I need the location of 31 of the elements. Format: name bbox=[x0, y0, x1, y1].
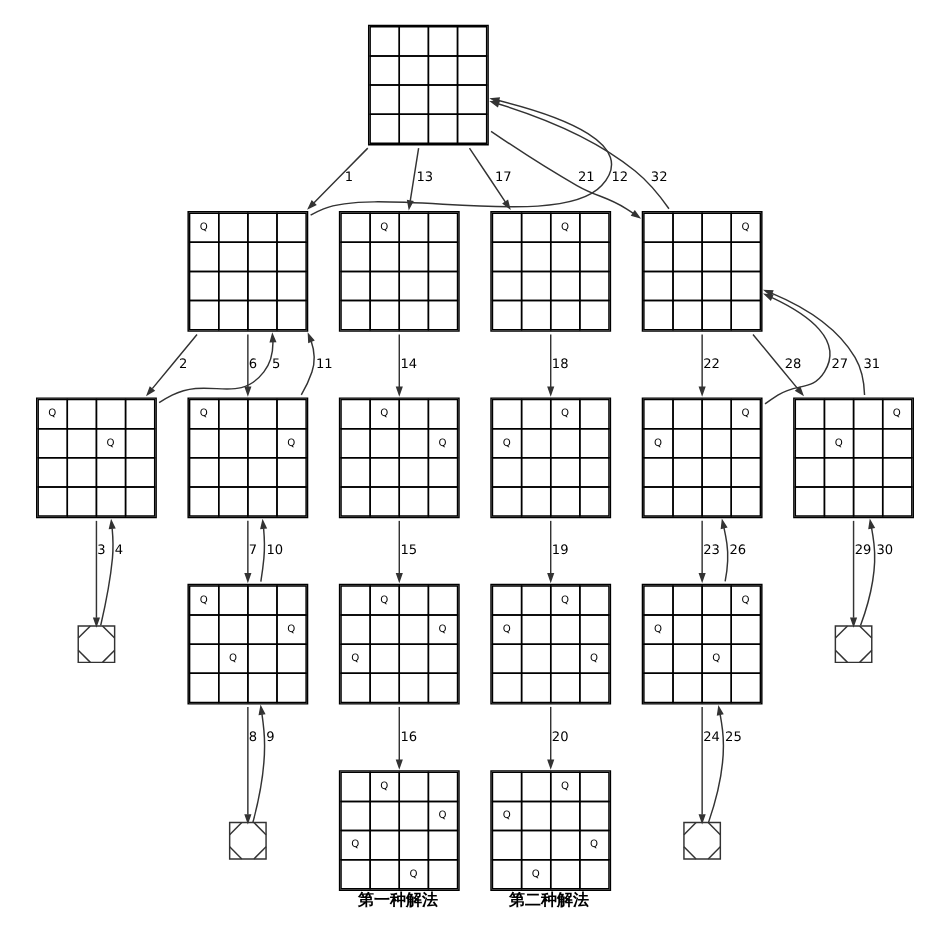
arrow bbox=[243, 520, 251, 584]
arrow bbox=[259, 518, 267, 583]
arrow bbox=[762, 293, 830, 405]
arrow bbox=[467, 147, 510, 211]
arrow bbox=[91, 520, 99, 628]
arrow bbox=[394, 520, 402, 584]
arrow bbox=[761, 289, 865, 396]
arrow bbox=[489, 130, 641, 219]
arrow bbox=[394, 706, 402, 770]
arrow bbox=[719, 518, 728, 583]
arrow bbox=[144, 333, 197, 397]
arrow bbox=[299, 332, 314, 396]
arrow bbox=[697, 333, 705, 397]
arrow bbox=[706, 704, 724, 824]
arrow bbox=[405, 147, 419, 211]
arrow bbox=[546, 706, 554, 770]
arrow bbox=[751, 333, 804, 397]
arrow bbox=[98, 518, 115, 627]
arrow bbox=[546, 333, 554, 397]
arrow bbox=[157, 332, 276, 404]
arrow bbox=[306, 147, 368, 210]
arrow bbox=[243, 333, 251, 397]
arrow bbox=[243, 706, 251, 825]
arrow bbox=[858, 518, 875, 627]
arrow bbox=[394, 333, 402, 397]
arrow bbox=[697, 520, 705, 584]
arrow bbox=[849, 520, 857, 628]
arrow bbox=[697, 706, 705, 825]
arrow bbox=[546, 520, 554, 584]
arrow bbox=[251, 704, 265, 824]
arrow bbox=[488, 100, 669, 210]
